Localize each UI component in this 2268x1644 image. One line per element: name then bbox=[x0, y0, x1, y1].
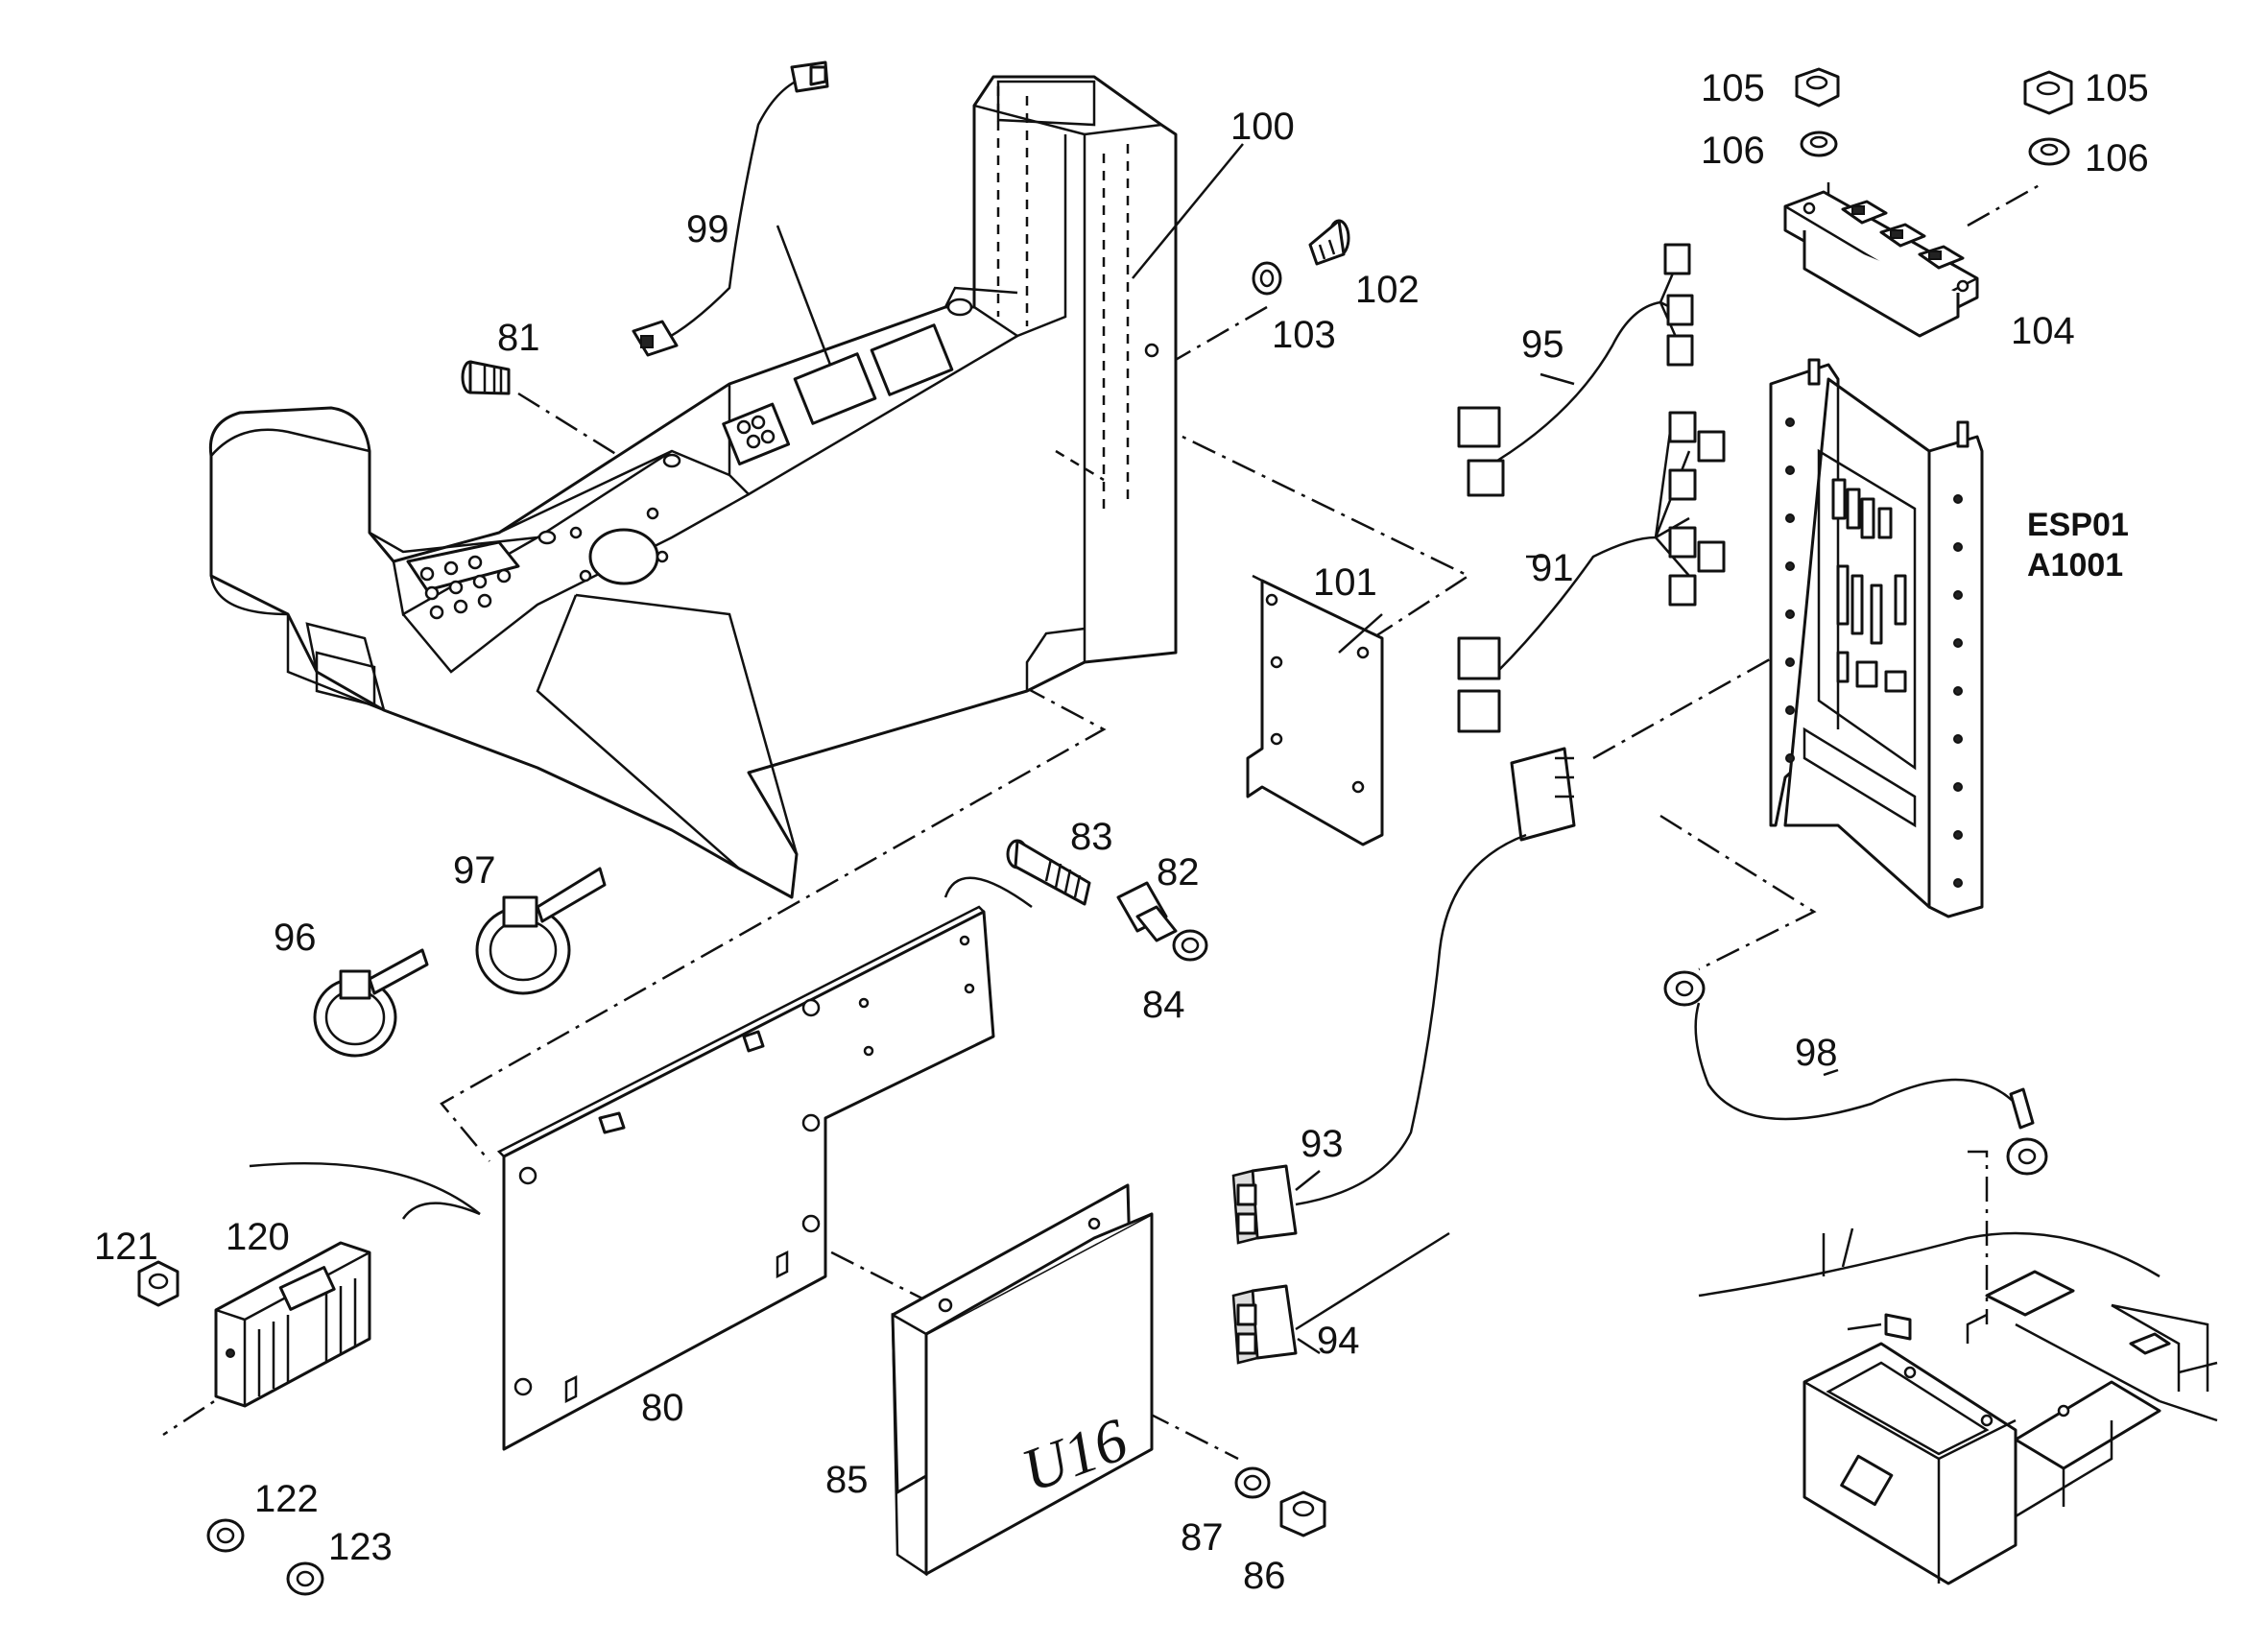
nut-86 bbox=[1279, 1490, 1326, 1537]
callout-121: 121 bbox=[94, 1226, 158, 1268]
nut-105-left bbox=[1795, 67, 1840, 107]
callout-82: 82 bbox=[1157, 851, 1200, 893]
harness-99 bbox=[632, 60, 829, 357]
module-label-a1001: A1001 bbox=[2027, 547, 2123, 584]
washer-106-left bbox=[1800, 131, 1838, 157]
callout-leaders bbox=[776, 143, 1839, 1355]
cable-fragment-83 bbox=[943, 876, 1033, 909]
operator-console bbox=[208, 75, 1178, 899]
screw-81 bbox=[461, 360, 511, 395]
bolt-83 bbox=[1006, 839, 1091, 906]
ground-cable-98 bbox=[1663, 970, 2048, 1176]
callout-106-left: 106 bbox=[1701, 130, 1765, 172]
nut-121 bbox=[137, 1260, 179, 1307]
callout-91: 91 bbox=[1531, 547, 1574, 589]
harness-93 bbox=[1231, 747, 1576, 1245]
callout-83: 83 bbox=[1070, 816, 1113, 858]
machine-frame bbox=[1698, 1227, 2218, 1585]
switch-panel-104 bbox=[1783, 190, 1979, 338]
callout-122: 122 bbox=[254, 1478, 319, 1520]
vent-grille bbox=[419, 555, 512, 620]
callout-104: 104 bbox=[2011, 310, 2075, 352]
nut-105-right bbox=[2023, 70, 2073, 115]
callout-101: 101 bbox=[1313, 561, 1377, 604]
callout-81: 81 bbox=[497, 317, 540, 359]
callout-102: 102 bbox=[1355, 269, 1420, 311]
callout-93: 93 bbox=[1301, 1123, 1344, 1165]
callout-105-left: 105 bbox=[1701, 67, 1765, 109]
callout-85: 85 bbox=[825, 1459, 869, 1501]
mounting-plate-80 bbox=[249, 905, 995, 1451]
callout-106-right: 106 bbox=[2085, 137, 2149, 179]
callout-105-right: 105 bbox=[2085, 67, 2149, 109]
module-side-holes bbox=[1785, 417, 1963, 888]
callout-100: 100 bbox=[1230, 106, 1295, 148]
cable-tie-96 bbox=[313, 948, 429, 1058]
callout-84: 84 bbox=[1142, 984, 1185, 1026]
callout-97: 97 bbox=[453, 849, 496, 892]
harness-91 bbox=[1457, 411, 1726, 733]
module-label-esp01: ESP01 bbox=[2027, 507, 2129, 543]
callout-86: 86 bbox=[1243, 1555, 1286, 1597]
washer-123 bbox=[286, 1561, 324, 1596]
callout-87: 87 bbox=[1181, 1516, 1224, 1559]
ecu-85: U16 bbox=[891, 1183, 1154, 1577]
callout-98: 98 bbox=[1795, 1032, 1838, 1074]
callout-95: 95 bbox=[1521, 323, 1564, 366]
esp-module-a1001 bbox=[1769, 358, 1984, 918]
callout-numbers: 80 81 82 83 84 85 86 87 91 93 94 95 96 9… bbox=[94, 67, 2149, 1597]
harness-95 bbox=[1457, 243, 1694, 497]
washer-87 bbox=[1234, 1466, 1271, 1499]
callout-120: 120 bbox=[226, 1216, 290, 1258]
washer-106-right bbox=[2028, 137, 2070, 166]
module-120 bbox=[214, 1241, 371, 1408]
washer-122 bbox=[206, 1518, 245, 1553]
harness-94 bbox=[1231, 1231, 1450, 1365]
callout-123: 123 bbox=[328, 1526, 393, 1568]
callout-99: 99 bbox=[686, 208, 729, 250]
callout-96: 96 bbox=[274, 917, 317, 959]
washer-103 bbox=[1252, 261, 1282, 296]
callout-80: 80 bbox=[641, 1387, 684, 1429]
bracket-plate-101 bbox=[1246, 574, 1384, 846]
callout-103: 103 bbox=[1272, 314, 1336, 356]
cable-tie-97 bbox=[475, 867, 607, 995]
screw-102 bbox=[1308, 219, 1350, 266]
spacer-82 bbox=[1116, 881, 1178, 942]
circuit-board-chips bbox=[1831, 478, 1907, 693]
callout-94: 94 bbox=[1317, 1320, 1360, 1362]
washer-84 bbox=[1172, 929, 1208, 962]
